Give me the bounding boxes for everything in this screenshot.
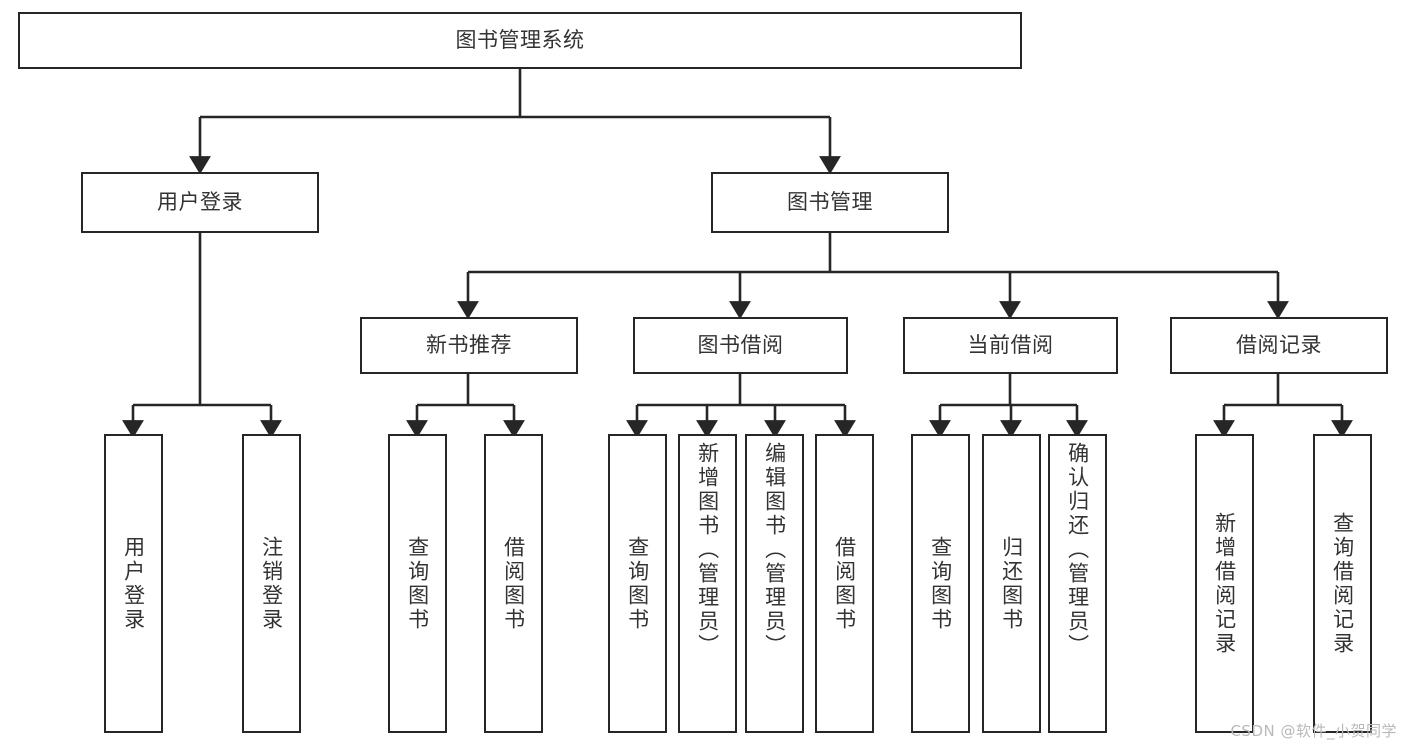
leaf-label-borrow-book-recommend: 借阅图书 (501, 535, 526, 632)
node-label-book-management: 图书管理 (787, 189, 873, 214)
leaf-user-login[interactable]: 用户登录 (104, 434, 163, 733)
edge-group-root (189, 69, 841, 175)
node-borrow-record[interactable]: 借阅记录 (1170, 317, 1388, 374)
leaf-label-query-book-current: 查询图书 (928, 535, 953, 632)
leaf-label-user-login: 用户登录 (121, 535, 146, 632)
leaf-label-query-book-recommend: 查询图书 (405, 535, 430, 632)
node-label-user-login: 用户登录 (157, 189, 243, 214)
leaf-label-edit-book-admin: 编辑图书（管理员） (762, 442, 787, 658)
leaf-query-borrow-record[interactable]: 查询借阅记录 (1313, 434, 1372, 733)
node-label-book-borrow: 图书借阅 (697, 332, 784, 357)
leaf-borrow-book[interactable]: 借阅图书 (815, 434, 874, 733)
node-book-borrow[interactable]: 图书借阅 (633, 317, 848, 374)
edge-group-current-borrow (929, 374, 1088, 439)
leaf-logout[interactable]: 注销登录 (242, 434, 301, 733)
leaf-query-book-current[interactable]: 查询图书 (911, 434, 970, 733)
leaf-label-query-book-borrow: 查询图书 (625, 535, 650, 632)
leaf-add-borrow-record[interactable]: 新增借阅记录 (1195, 434, 1254, 733)
csdn-watermark: CSDN @软件_小贺同学 (1230, 722, 1397, 740)
leaf-edit-book-admin[interactable]: 编辑图书（管理员） (745, 434, 804, 733)
node-label-current-borrow: 当前借阅 (967, 332, 1054, 357)
node-user-login[interactable]: 用户登录 (81, 172, 319, 233)
leaf-query-book-recommend[interactable]: 查询图书 (388, 434, 447, 733)
edge-group-book-manage (457, 233, 1289, 320)
node-label-root: 图书管理系统 (455, 27, 585, 52)
leaf-label-add-book-admin: 新增图书（管理员） (695, 442, 720, 658)
leaf-confirm-return-admin[interactable]: 确认归还（管理员） (1048, 434, 1107, 733)
node-root-book-management-system[interactable]: 图书管理系统 (18, 12, 1022, 69)
leaf-label-return-book: 归还图书 (999, 535, 1024, 632)
leaf-query-book-borrow[interactable]: 查询图书 (608, 434, 667, 733)
node-label-borrow-record: 借阅记录 (1236, 332, 1322, 357)
leaf-return-book[interactable]: 归还图书 (982, 434, 1041, 733)
edge-group-book-borrow (626, 374, 856, 439)
leaf-label-confirm-return-admin: 确认归还（管理员） (1065, 442, 1090, 658)
edge-group-new-book-recommend (406, 374, 525, 439)
node-label-new-book-recommend: 新书推荐 (426, 332, 512, 357)
leaf-label-borrow-book: 借阅图书 (832, 535, 857, 632)
node-new-book-recommend[interactable]: 新书推荐 (360, 317, 578, 374)
leaf-add-book-admin[interactable]: 新增图书（管理员） (678, 434, 737, 733)
leaf-label-query-borrow-record: 查询借阅记录 (1330, 511, 1355, 656)
node-current-borrow[interactable]: 当前借阅 (903, 317, 1118, 374)
leaf-borrow-book-recommend[interactable]: 借阅图书 (484, 434, 543, 733)
edge-group-user-login (122, 233, 282, 439)
edge-group-borrow-record (1213, 374, 1353, 439)
leaf-label-logout: 注销登录 (259, 535, 284, 632)
leaf-label-add-borrow-record: 新增借阅记录 (1212, 511, 1237, 656)
node-book-management[interactable]: 图书管理 (711, 172, 949, 233)
